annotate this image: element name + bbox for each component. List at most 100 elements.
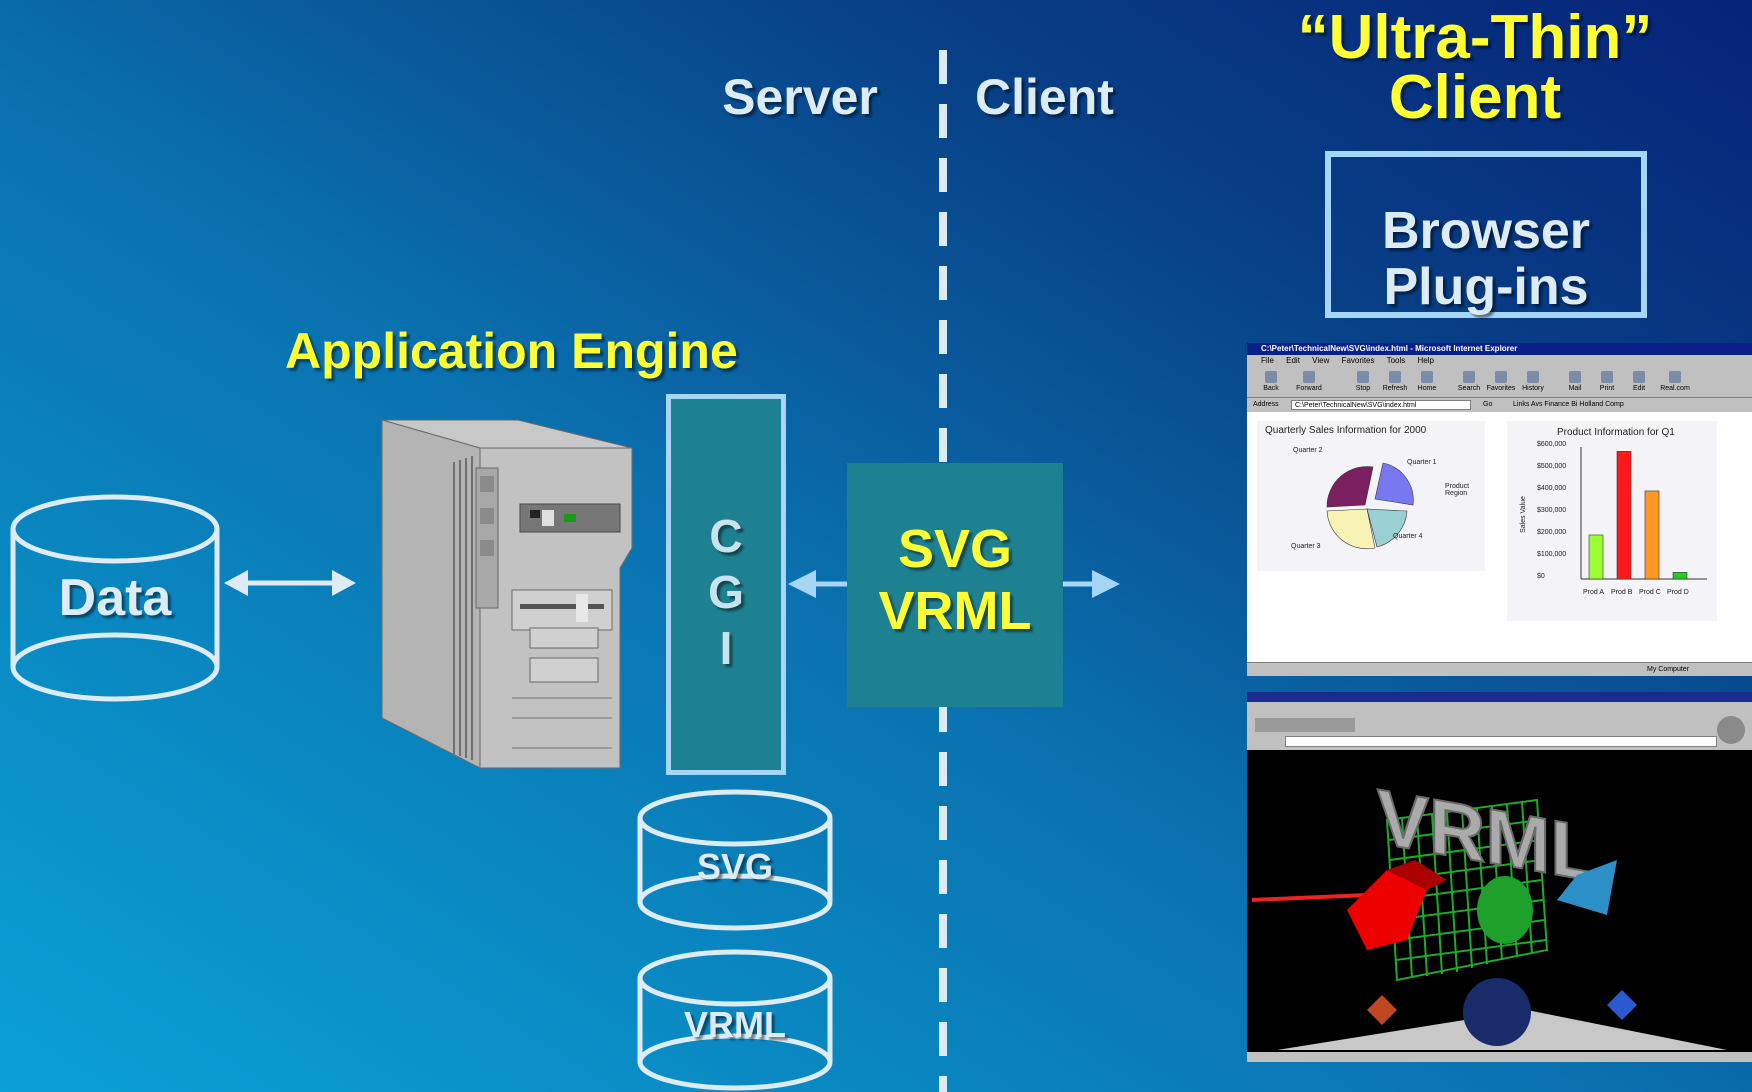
vrml-location-field	[1285, 736, 1717, 747]
pie-label-quarter-3: Quarter 3	[1291, 543, 1321, 550]
vrml-database-cylinder	[637, 949, 833, 1091]
refresh-icon	[1389, 371, 1401, 383]
menu-edit: Edit	[1286, 356, 1300, 365]
bar-chart-plot	[1580, 447, 1707, 580]
bar-chart-ylabel: Sales Value	[1519, 496, 1527, 533]
pie-legend-product-region: Product Region	[1445, 483, 1470, 497]
cgi-letter-c: C	[709, 510, 743, 562]
browser-toolbar: Back Forward Stop Refresh Home Search Fa…	[1247, 367, 1752, 398]
y-tick-300000: $300,000	[1537, 507, 1567, 514]
cgi-letter-i: I	[719, 622, 733, 674]
stop-icon	[1357, 371, 1369, 383]
pie-chart-panel: Quarterly Sales Information for 2000 Qua…	[1257, 421, 1485, 571]
y-tick-400000: $400,000	[1537, 485, 1567, 492]
client-label: Client	[975, 69, 1114, 125]
browser-status-bar: My Computer	[1247, 662, 1752, 676]
browser-menu-bar: File Edit View Favorites Tools Help	[1247, 355, 1752, 367]
toolbar-mail: Mail	[1559, 371, 1591, 392]
toolbar-forward: Forward	[1293, 371, 1325, 392]
browser-plugins-label: Browser Plug-ins	[1331, 203, 1641, 315]
pie-slice-quarter-2	[1326, 466, 1374, 508]
application-engine-label: Application Engine	[285, 323, 738, 379]
vrml-database-label: VRML	[684, 1004, 786, 1045]
server-label: Server	[722, 69, 878, 125]
toolbar-print: Print	[1591, 371, 1623, 392]
data-cylinder	[10, 494, 220, 702]
pie-slice-quarter-1	[1374, 462, 1414, 506]
menu-tools: Tools	[1386, 356, 1406, 365]
home-icon	[1421, 371, 1433, 383]
toolbar-back: Back	[1255, 371, 1287, 392]
browser-address-bar: Address C:\Peter\TechnicalNew\SVG\index.…	[1247, 398, 1752, 412]
svg-vrml-label: SVG VRML	[847, 518, 1063, 642]
forward-icon	[1303, 371, 1315, 383]
y-tick-200000: $200,000	[1537, 529, 1567, 536]
bar-chart-panel: Product Information for Q1 Sales Value $…	[1507, 421, 1717, 621]
cgi-box: C G I	[666, 394, 786, 775]
toolbar-home: Home	[1411, 371, 1443, 392]
arrow-to-client	[1062, 570, 1120, 598]
back-icon	[1265, 371, 1277, 383]
vrml-window-title	[1247, 692, 1752, 702]
address-field: C:\Peter\TechnicalNew\SVG\index.html	[1291, 400, 1471, 410]
browser-plugins-box: Browser Plug-ins	[1325, 151, 1647, 318]
links-bar: Links Avs Finance Bi Holland Comp	[1513, 401, 1624, 408]
toolbar-refresh: Refresh	[1379, 371, 1411, 392]
pie-chart-title: Quarterly Sales Information for 2000	[1265, 425, 1427, 436]
x-label-prod-d: Prod D	[1667, 589, 1689, 596]
svg-vrml-box: SVG VRML	[847, 463, 1063, 707]
cosmo-logo-icon	[1717, 716, 1745, 744]
print-icon	[1601, 371, 1613, 383]
status-my-computer: My Computer	[1647, 666, 1690, 673]
svg-database-label: SVG	[696, 846, 774, 887]
menu-view: View	[1312, 356, 1330, 365]
vrml-viewer-screenshot: VRML	[1247, 692, 1752, 1062]
go-label: Go	[1483, 401, 1493, 408]
x-label-prod-a: Prod A	[1583, 589, 1605, 596]
search-icon	[1463, 371, 1475, 383]
realcom-icon	[1669, 371, 1681, 383]
toolbar-search: Search	[1453, 371, 1485, 392]
y-tick-600000: $600,000	[1537, 441, 1567, 448]
toolbar-stop: Stop	[1347, 371, 1379, 392]
menu-favorites: Favorites	[1341, 356, 1375, 365]
y-tick-100000: $100,000	[1537, 551, 1567, 558]
menu-help: Help	[1417, 356, 1434, 365]
pie-slice-quarter-4	[1366, 508, 1408, 548]
server-client-divider	[939, 50, 947, 1092]
vrml-format-line: VRML	[878, 581, 1032, 641]
toolbar-favorites: Favorites	[1485, 371, 1517, 392]
address-label: Address	[1253, 401, 1279, 408]
bar-prod-b	[1616, 451, 1632, 580]
toolbar-history: History	[1517, 371, 1549, 392]
browser-screenshot: C:\Peter\TechnicalNew\SVG\index.html - M…	[1247, 343, 1752, 676]
y-tick-500000: $500,000	[1537, 463, 1567, 470]
bar-prod-d	[1672, 572, 1688, 580]
browser-line: Browser	[1381, 202, 1591, 260]
svg-database-cylinder	[637, 789, 833, 931]
bar-prod-a	[1588, 534, 1604, 580]
x-label-prod-b: Prod B	[1611, 589, 1633, 596]
y-tick-0: $0	[1537, 573, 1545, 580]
bar-prod-c	[1644, 490, 1660, 580]
browser-window-title: C:\Peter\TechnicalNew\SVG\index.html - M…	[1247, 343, 1752, 355]
data-server-double-arrow	[224, 570, 356, 596]
ultra-thin-line: “Ultra-Thin”	[1297, 3, 1653, 72]
toolbar-edit: Edit	[1623, 371, 1655, 392]
vrml-toolbar-buttons	[1255, 718, 1355, 732]
arrow-to-cgi	[788, 570, 848, 598]
favorites-icon	[1495, 371, 1507, 383]
edit-icon	[1633, 371, 1645, 383]
pie-label-quarter-4: Quarter 4	[1393, 533, 1423, 540]
plugins-line: Plug-ins	[1383, 258, 1589, 316]
x-label-prod-c: Prod C	[1639, 589, 1661, 596]
data-label: Data	[58, 569, 172, 627]
pie-label-quarter-1: Quarter 1	[1407, 459, 1437, 466]
ultra-thin-client-title: “Ultra-Thin” Client	[1260, 3, 1690, 132]
server-computer-icon	[381, 419, 633, 769]
mail-icon	[1569, 371, 1581, 383]
vrml-status-bar	[1247, 1052, 1752, 1062]
client-line: Client	[1388, 63, 1562, 132]
vrml-menu-bar	[1247, 702, 1752, 712]
menu-file: File	[1261, 356, 1274, 365]
